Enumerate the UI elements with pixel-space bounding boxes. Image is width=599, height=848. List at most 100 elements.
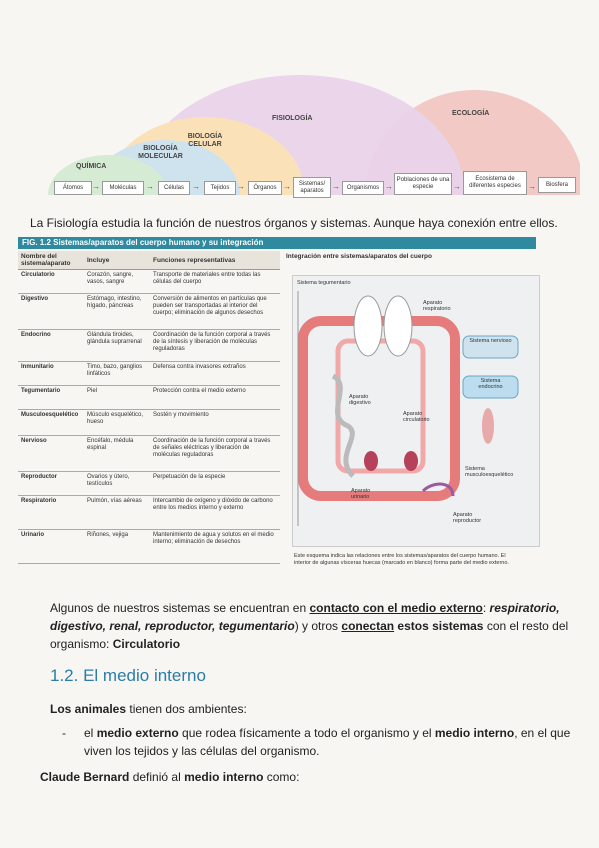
arch-label-mol-bio: BIOLOGÍA MOLECULAR [138, 145, 183, 160]
arrow-right-icon: → [237, 182, 245, 191]
label-nervous: Sistema nervioso [469, 338, 512, 344]
arrow-right-icon: → [453, 182, 461, 191]
reproductive-icon [421, 482, 455, 497]
environments-paragraph: Los animales tienen dos ambientes: [50, 700, 580, 718]
table-row: Tegumentario Piel Protección contra el m… [18, 385, 280, 410]
figure-title-bar [282, 237, 536, 249]
table-row: Circulatorio Corazón, sangre, vasos, san… [18, 269, 280, 294]
table-row: Endocrino Glándula tiroides, glándula su… [18, 329, 280, 362]
text-span: medio interno [184, 770, 264, 784]
table-row: Inmunitario Timo, bazo, ganglios linfáti… [18, 361, 280, 386]
system-name: Musculoesquelético [18, 409, 84, 436]
table-row: Reproductor Ovarios y útero, testículos … [18, 471, 280, 496]
system-functions: Intercambio de oxígeno y dióxido de carb… [150, 495, 280, 530]
system-name: Endocrino [18, 329, 84, 362]
system-functions: Coordinación de la función corporal a tr… [150, 435, 280, 472]
text-span: Claude Bernard [40, 770, 130, 784]
system-name: Nervioso [18, 435, 84, 472]
lung-left-icon [353, 295, 383, 357]
system-functions: Perpetuación de la especie [150, 471, 280, 496]
system-includes: Ovarios y útero, testículos [84, 471, 150, 496]
text-span: conectan [341, 619, 395, 633]
system-name: Reproductor [18, 471, 84, 496]
table-row: Respiratorio Pulmón, vías aéreas Interca… [18, 495, 280, 530]
arch-label-physiology: FISIOLOGÍA [272, 115, 313, 122]
kidney-right-icon [404, 451, 418, 471]
level-box: Moléculas [102, 181, 144, 195]
integration-title: Integración entre sistemas/aparatos del … [286, 253, 432, 260]
integration-diagram: Sistema tegumentario Aparato respiratori… [292, 275, 540, 547]
text-span: que rodea físicamente a todo el organism… [178, 726, 435, 740]
column-header: Incluye [84, 251, 150, 270]
system-includes: Pulmón, vías aéreas [84, 495, 150, 530]
arrow-right-icon: → [146, 182, 154, 191]
system-includes: Timo, bazo, ganglios linfáticos [84, 361, 150, 386]
system-name: Tegumentario [18, 385, 84, 410]
endocrine-box [462, 375, 519, 399]
arrow-right-icon: → [92, 182, 100, 191]
arrow-right-icon: → [528, 182, 536, 191]
label-urinary: Aparato urinario [351, 488, 371, 500]
level-box: Ecosistema de diferentes especies [463, 171, 527, 195]
arch-label-chemistry: QUÍMICA [76, 163, 107, 170]
system-functions: Protección contra el medio externo [150, 385, 280, 410]
text-span: medio externo [96, 726, 179, 740]
table-row: Musculoesquelético Músculo esquelético, … [18, 409, 280, 436]
system-name: Respiratorio [18, 495, 84, 530]
table-row: Urinario Riñones, vejiga Mantenimiento d… [18, 529, 280, 564]
level-box: Poblaciones de una especie [394, 173, 452, 195]
label-tegumentary: Sistema tegumentario [297, 280, 351, 286]
system-functions: Transporte de materiales entre todas las… [150, 269, 280, 294]
system-includes: Músculo esquelético, hueso [84, 409, 150, 436]
arch-label-cell-bio: BIOLOGÍA CELULAR [187, 133, 223, 148]
level-box: Tejidos [204, 181, 236, 195]
table-row: Digestivo Estómago, intestino, hígado, p… [18, 293, 280, 330]
section-title: 1.2. El medio interno [50, 666, 206, 685]
text-span: respiratorio, digestivo, renal, reproduc… [50, 601, 560, 633]
label-endocrine: Sistema endocrino [478, 378, 503, 390]
system-name: Inmunitario [18, 361, 84, 386]
table-header-row: Nombre del sistema/aparato Incluye Funci… [18, 251, 280, 270]
systems-table: Nombre del sistema/aparato Incluye Funci… [18, 251, 280, 564]
level-box: Organismos [342, 181, 384, 195]
system-name: Digestivo [18, 293, 84, 330]
system-includes: Glándula tiroides, glándula suprarrenal [84, 329, 150, 362]
text-span: Circulatorio [112, 637, 181, 651]
text-span: contacto con el medio externo [309, 601, 483, 615]
arrow-right-icon: → [385, 182, 393, 191]
text-span: estos sistemas [394, 619, 484, 633]
muscle-icon [482, 408, 494, 444]
system-name: Circulatorio [18, 269, 84, 294]
lung-right-icon [383, 295, 413, 357]
bernard-paragraph: Claude Bernard definió al medio interno … [40, 768, 570, 786]
system-functions: Mantenimiento de agua y solutos en el me… [150, 529, 280, 564]
table-row: Nervioso Encéfalo, médula espinal Coordi… [18, 435, 280, 472]
diagram-caption: Este esquema indica las relaciones entre… [294, 553, 509, 566]
system-name: Urinario [18, 529, 84, 564]
arches-svg [48, 75, 580, 195]
level-box: Órganos [248, 181, 282, 195]
system-includes: Corazón, sangre, vasos, sangre [84, 269, 150, 294]
external-contact-paragraph: Algunos de nuestros sistemas se encuentr… [50, 599, 580, 653]
label-musculoskeletal: Sistema musculoesquelético [465, 466, 514, 478]
bullet-item: el medio externo que rodea físicamente a… [84, 724, 580, 760]
text-span: : [482, 601, 490, 615]
label-respiratory: Aparato respiratorio [423, 300, 451, 312]
arrow-right-icon: → [283, 182, 291, 191]
level-box: Biosfera [538, 177, 576, 193]
digestive-tract-icon [331, 373, 355, 478]
column-header: Nombre del sistema/aparato [18, 251, 84, 270]
text-span: Los animales [50, 702, 127, 716]
level-box: Sistemas/ aparatos [293, 177, 331, 198]
label-circulatory: Aparato circulatorio [403, 411, 430, 423]
system-functions: Sostén y movimiento [150, 409, 280, 436]
arrow-right-icon: → [192, 182, 200, 191]
system-includes: Riñones, vejiga [84, 529, 150, 564]
bullet-dash: - [62, 726, 66, 740]
level-box: Células [158, 181, 190, 195]
system-functions: Conversión de alimentos en partículas qu… [150, 293, 280, 330]
body-systems-svg [297, 291, 519, 526]
text-span: con el resto del organismo: [50, 619, 569, 651]
physiology-caption: La Fisiología estudia la función de nues… [30, 216, 558, 230]
column-header: Funciones representativas [150, 251, 280, 270]
